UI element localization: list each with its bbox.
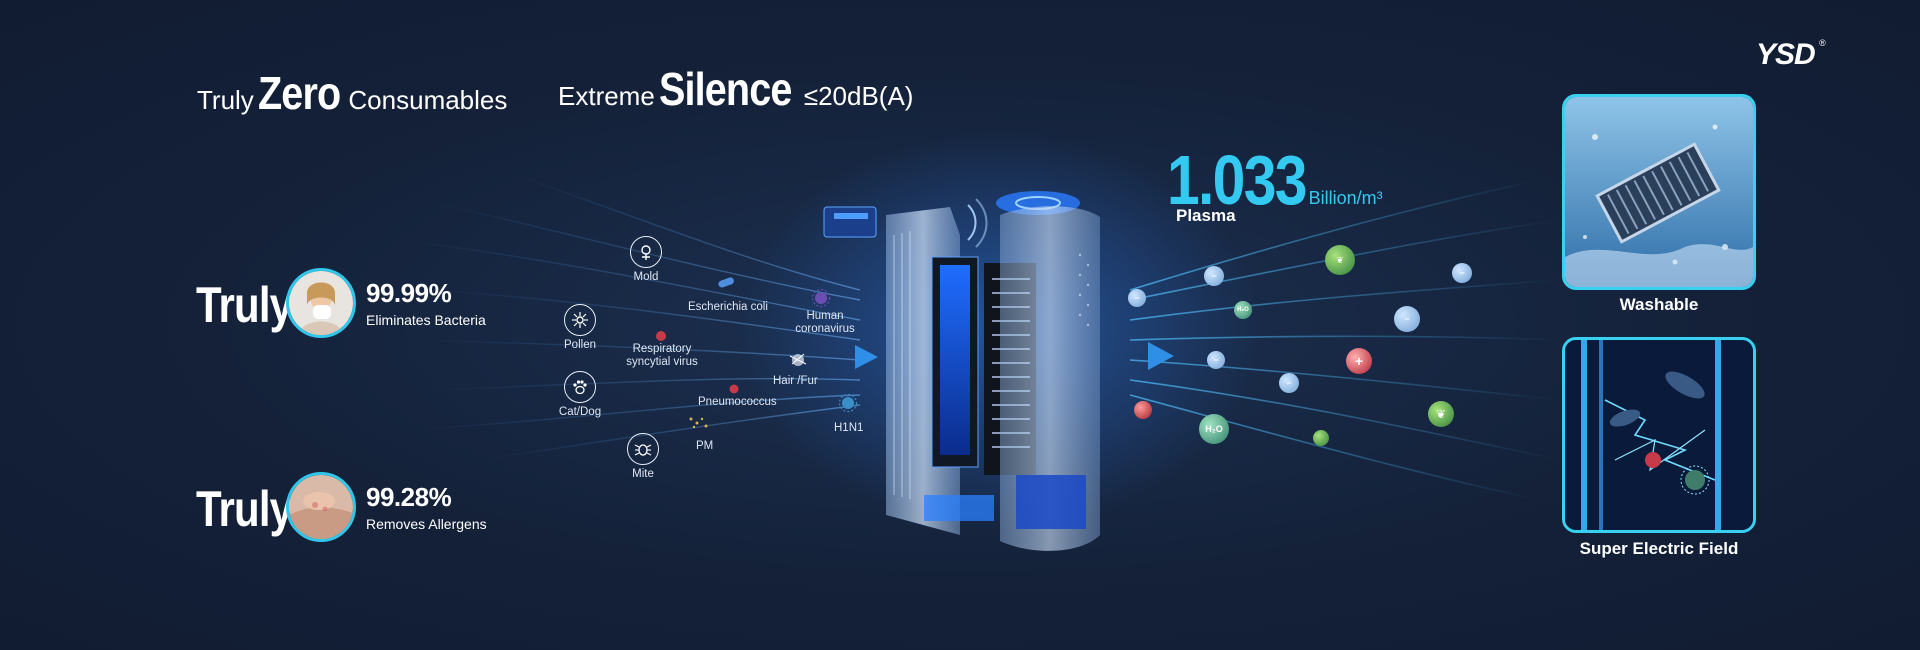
pathogen-cat-dog: Cat/Dog	[552, 371, 608, 419]
claim-truly-label: Truly	[196, 481, 293, 537]
mold-icon	[630, 236, 662, 268]
label-rsv: Respiratory syncytial virus	[626, 343, 698, 369]
leaf-bubble-icon: ❦	[1325, 245, 1355, 275]
hair-particle-icon	[789, 353, 807, 366]
pathogen-mold: Mold	[624, 236, 668, 284]
arrow-right-icon	[1148, 342, 1174, 370]
electric-field-image	[1565, 340, 1753, 530]
positive-ion-bubble-icon: +	[1346, 348, 1372, 374]
label-human-coronavirus: Human coronavirus	[795, 310, 855, 336]
coronavirus-particle-icon	[811, 288, 831, 308]
label-h1n1: H1N1	[834, 422, 864, 434]
leaf-bubble-icon: ❦	[1428, 401, 1454, 427]
negative-ion-bubble-icon: −	[1279, 373, 1299, 393]
headline-zero-consumables: Truly Zero Consumables	[197, 67, 508, 119]
pathogen-pollen: Pollen	[558, 304, 602, 352]
plasma-value: 1.033	[1167, 141, 1307, 219]
pathogen-mite: Mite	[621, 433, 665, 481]
super-electric-field-label: Super Electric Field	[1579, 539, 1739, 558]
negative-ion-bubble-icon: −	[1207, 351, 1225, 369]
headline-extreme-silence: Extreme Silence ≤20dB(A)	[558, 63, 914, 115]
rsv-particle-icon	[656, 331, 666, 341]
pneumococcus-particle-icon	[729, 384, 739, 394]
claim-truly-label: Truly	[196, 277, 293, 333]
claim-allergens-value: 99.28%	[366, 482, 452, 512]
woman-sneezing-avatar	[286, 268, 356, 338]
plasma-stat: 1.033 Billion/m³	[1167, 140, 1383, 220]
plasma-unit: Billion/m³	[1308, 188, 1383, 208]
air-purifier-device	[823, 191, 1100, 551]
negative-ion-bubble-icon: −	[1128, 289, 1146, 307]
negative-ion-bubble-icon: −	[1394, 306, 1420, 332]
skin-allergy-avatar	[286, 472, 356, 542]
ysd-logo: YSD ®	[1756, 38, 1826, 71]
label-pm: PM	[696, 440, 714, 452]
negative-ion-bubble-icon: −	[1452, 263, 1472, 283]
arrow-right-icon	[855, 345, 878, 369]
pm-particle-icon	[689, 417, 708, 429]
water-bubble-icon: H₂O	[1234, 301, 1252, 319]
plasma-label: Plasma	[1176, 206, 1236, 225]
paw-icon	[564, 371, 596, 403]
h1n1-particle-icon	[838, 393, 858, 413]
water-bubble-icon: H₂O	[1199, 414, 1229, 444]
washable-label: Washable	[1619, 295, 1699, 314]
claim-bacteria-description: Eliminates Bacteria	[366, 312, 486, 328]
registered-mark-icon: ®	[1819, 38, 1826, 48]
negative-ion-bubble-icon: −	[1204, 266, 1224, 286]
washable-filter-panel	[1562, 94, 1756, 290]
label-pneumococcus: Pneumococcus	[698, 396, 777, 408]
ecoli-particle-icon	[718, 277, 734, 288]
mite-icon	[627, 433, 659, 465]
claim-bacteria-value: 99.99%	[366, 278, 452, 308]
electric-field-panel	[1562, 337, 1756, 533]
claim-bacteria: Truly 99.99% Eliminates Bacteria	[196, 268, 496, 344]
pollen-icon	[564, 304, 596, 336]
label-hair-fur: Hair /Fur	[773, 375, 818, 387]
leaf-bubble-icon	[1313, 430, 1329, 446]
virus-bubble-icon	[1134, 401, 1152, 419]
label-ecoli: Escherichia coli	[688, 301, 768, 313]
washable-filter-image	[1565, 97, 1753, 287]
claim-allergens-description: Removes Allergens	[366, 516, 487, 532]
claim-allergens: Truly 99.28% Removes Allergens	[196, 472, 496, 548]
